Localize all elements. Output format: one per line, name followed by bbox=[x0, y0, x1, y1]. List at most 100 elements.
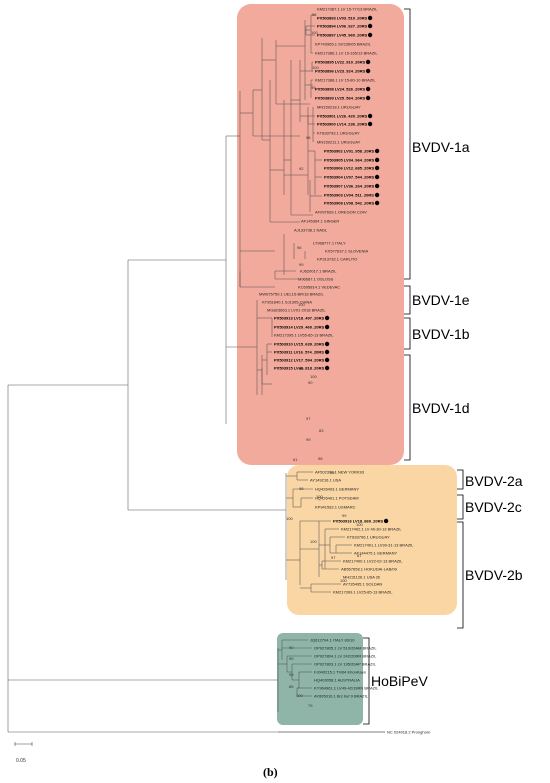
leaf-label: KT833793.1 URUGUAY bbox=[317, 130, 360, 135]
bootstrap-value: 97 bbox=[331, 555, 336, 560]
bootstrap-value: 99 bbox=[289, 656, 294, 661]
leaf-label: PX503899 LV25_564_20RS bbox=[315, 95, 366, 100]
leaf-label: PX503911 LV16_574_20RS bbox=[274, 349, 324, 354]
leaf-label: KM217401.1 LV39-31-13 BRAZIL bbox=[354, 542, 414, 547]
leaf-label: AY149216.1 USA bbox=[310, 477, 341, 482]
leaf-label: AJ133738.1 NADL bbox=[294, 227, 328, 232]
study-sequence-marker bbox=[324, 324, 330, 330]
bootstrap-value: 99 bbox=[342, 513, 347, 518]
leaf-label: MG823663.1 LV01-2018 BRAZIL bbox=[267, 307, 326, 312]
leaf-label: AY735495.1 SOLDAN bbox=[343, 581, 382, 586]
bootstrap-value: 100 bbox=[340, 578, 347, 583]
leaf-label: M96687.1 OSLOSS bbox=[298, 276, 334, 281]
bootstrap-value: 99 bbox=[311, 85, 316, 90]
study-sequence-marker bbox=[365, 95, 371, 101]
bootstrap-value: 98 bbox=[312, 12, 317, 17]
leaf-label: PX503902 LV01_958_20RS bbox=[324, 148, 375, 153]
bootstrap-value: 92 bbox=[299, 166, 304, 171]
leaf-label: KM217386.1 LV 15-165/13 BRAZIL bbox=[315, 50, 378, 55]
study-sequence-marker bbox=[374, 148, 380, 154]
leaf-label: PX503894 LV06_927_20RS bbox=[317, 23, 368, 28]
tree-branches bbox=[7, 14, 385, 733]
leaf-label: PX503897 LV45_960_20RS bbox=[317, 32, 368, 37]
study-sequence-marker bbox=[324, 365, 330, 371]
leaf-label: LT968777.1 ITALY bbox=[313, 240, 346, 245]
leaf-label: PX503913 LV18_497_20RS bbox=[274, 315, 325, 320]
bootstrap-value: 98 bbox=[289, 672, 294, 677]
leaf-label: AY895010.1 Brz buf 9 BRAZIL bbox=[314, 693, 369, 698]
label-bvdv1a: BVDV-1a bbox=[412, 139, 470, 155]
leaf-label: JQ612704.1 ITALY 83/10 bbox=[310, 637, 355, 642]
leaf-label: AF145364.1 SINGER bbox=[301, 218, 339, 223]
bootstrap-values: 9810010099989296991008997839899100100871… bbox=[286, 12, 363, 708]
leaf-label: KT951840.1 SJ1305 CHINA bbox=[262, 299, 312, 304]
study-sequence-marker bbox=[383, 518, 389, 524]
study-sequence-marker bbox=[324, 341, 330, 347]
study-sequence-marker bbox=[374, 183, 380, 189]
leaf-label: KY964961.1 LV49-42/19RN BRAZIL bbox=[314, 685, 379, 690]
leaf-label: PX503914 LV29_460_20RS bbox=[274, 324, 325, 329]
leaf-label: KT833796.1 URUGUAY bbox=[347, 534, 390, 539]
scale-bar-label: 0.05 bbox=[16, 758, 26, 764]
leaf-label: KP743965.1 SV239/05 BRAZIL bbox=[315, 41, 372, 46]
label-bvdv1d: BVDV-1d bbox=[412, 400, 470, 416]
leaf-label: KX577637.1 SLOVENIA bbox=[325, 248, 368, 253]
study-sequence-marker bbox=[367, 113, 373, 119]
leaf-label: PX503904 LV07_544_20RS bbox=[324, 174, 375, 179]
bootstrap-value: 100 bbox=[296, 693, 303, 698]
bootstrap-value: 97 bbox=[306, 416, 311, 421]
study-sequence-marker bbox=[324, 357, 330, 363]
leaf-label: MN159218.1 URUGUAY bbox=[317, 104, 361, 109]
study-sequence-marker bbox=[374, 157, 380, 163]
leaf-label: PX503912 LV17_594_20RS bbox=[274, 357, 325, 362]
bracket-bvdv1b bbox=[404, 317, 411, 350]
leaf-label: OP927804.1 LV 242/20RR BRAZIL bbox=[314, 653, 377, 658]
bracket-hobipev bbox=[363, 637, 370, 725]
leaf-label: PX503907 LV36_264_20RS bbox=[324, 183, 375, 188]
label-hobipev: HoBiPeV bbox=[371, 673, 428, 689]
bracket-bvdv2a bbox=[457, 469, 464, 490]
bracket-bvdv1e bbox=[404, 285, 411, 315]
bootstrap-value: 89 bbox=[299, 366, 304, 371]
leaf-label: PX503916 LV18_869_20RS bbox=[333, 518, 384, 523]
leaf-label: HQ426491.1 POTSDAM bbox=[315, 495, 359, 500]
bvdv1-clade-box bbox=[237, 4, 404, 465]
leaf-label: FJ040215.1 Th/04 KhonKaen bbox=[314, 669, 366, 674]
leaf-label: PX503915 LV40_818_20RS bbox=[274, 365, 325, 370]
leaf-label: MN159211.1 URUGUAY bbox=[317, 139, 361, 144]
leaf-label: PX503903 LV04_511_20RS bbox=[324, 192, 374, 197]
study-sequence-marker bbox=[365, 86, 371, 92]
leaf-label: PX503910 LV15_639_20RS bbox=[274, 341, 325, 346]
leaf-label: KM217388.1 LV 15-80-10 BRAZIL bbox=[315, 77, 376, 82]
leaf-label: KM217387.1 LV 15-77/13 BRAZIL bbox=[317, 6, 378, 11]
bootstrap-value: 99 bbox=[330, 470, 335, 475]
leaf-label: KM217399.1 LV25-85-13 BRAZIL bbox=[333, 589, 393, 594]
leaf-label: PX503896 LV23_924_20RS bbox=[315, 68, 366, 73]
figure-caption: (b) bbox=[263, 765, 278, 779]
study-sequence-marker bbox=[365, 59, 371, 65]
study-sequence-marker bbox=[367, 32, 373, 38]
bootstrap-value: 100 bbox=[310, 539, 317, 544]
bootstrap-value: 100 bbox=[312, 65, 319, 70]
leaf-label: PX503900 LV14_236_20RS bbox=[317, 121, 368, 126]
label-bvdv1e: BVDV-1e bbox=[412, 292, 470, 308]
leaf-label: AF502399.1 NEW YORK93 bbox=[315, 469, 365, 474]
bootstrap-value: 79 bbox=[308, 703, 313, 708]
bootstrap-value: 98 bbox=[299, 486, 304, 491]
leaf-label: AF144475.1 GERMANY bbox=[354, 550, 397, 555]
study-sequence-marker bbox=[367, 23, 373, 29]
label-bvdv1b: BVDV-1b bbox=[412, 326, 470, 342]
leaf-label: NC 024018.2 Pronghorn bbox=[387, 729, 430, 734]
leaf-label: PX503908 LV08_542_20RS bbox=[324, 200, 375, 205]
bootstrap-value: 100 bbox=[298, 302, 305, 307]
study-sequence-marker bbox=[324, 349, 330, 355]
leaf-label: KJ620017.1 BRAZIL bbox=[300, 268, 337, 273]
study-sequence-marker bbox=[367, 121, 373, 127]
bvdv2-clade-box bbox=[287, 465, 457, 615]
study-sequence-marker bbox=[367, 15, 373, 21]
bootstrap-value: 100 bbox=[310, 374, 317, 379]
leaf-label: PX503905 LV34_964_20RS bbox=[324, 157, 375, 162]
leaf-label: OP927803.1 LV 195/20AP BRAZIL bbox=[314, 661, 377, 666]
